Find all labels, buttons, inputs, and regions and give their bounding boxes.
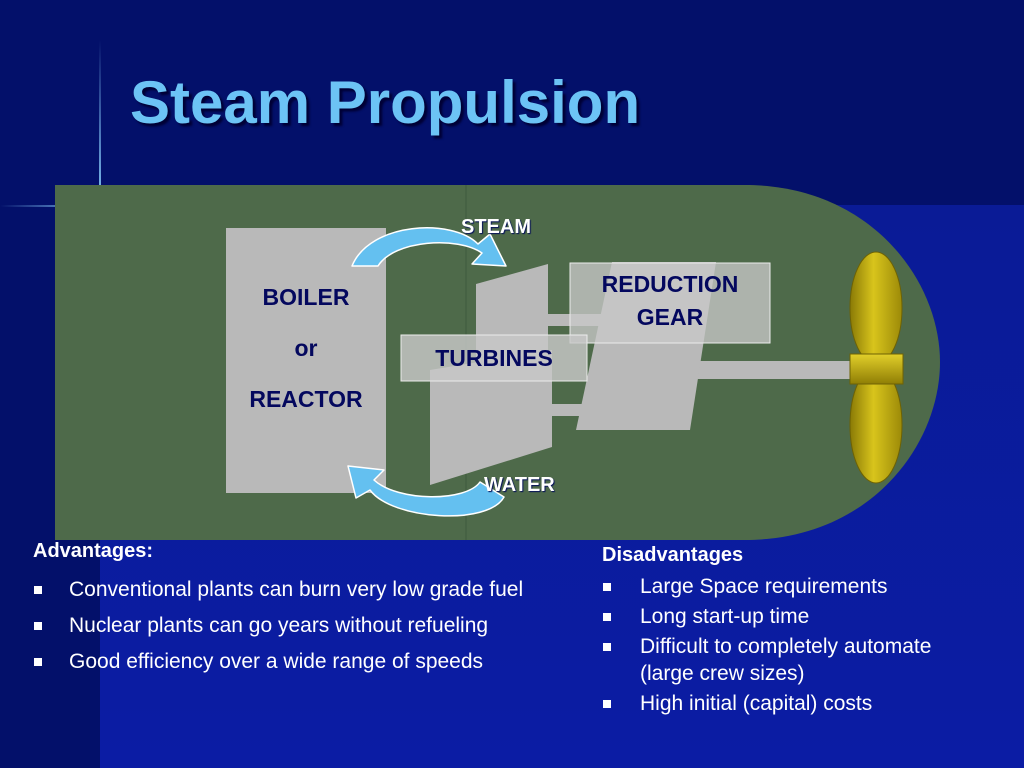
disadvantage-item: Long start-up time: [602, 603, 982, 630]
gear-label-line-1: REDUCTION: [601, 271, 739, 297]
slide-title: Steam Propulsion: [130, 69, 641, 136]
disadvantage-item: High initial (capital) costs: [602, 690, 982, 717]
propeller-shaft: [690, 361, 855, 379]
boiler-reactor-label: BOILER or REACTOR: [226, 272, 386, 425]
water-label: WATER: [484, 474, 555, 496]
turbines-label-box: [400, 334, 588, 382]
gear-label-line-2: GEAR: [636, 304, 704, 330]
steam-label: STEAM: [461, 216, 531, 238]
water-return-arrow: [347, 465, 505, 517]
turbines-label: TURBINES: [435, 345, 553, 371]
boiler-label-line-1: BOILER: [262, 284, 350, 310]
advantage-item: Nuclear plants can go years without refu…: [33, 610, 578, 641]
boiler-label-line-2: or: [294, 335, 318, 361]
reduction-gear-label: REDUCTION GEAR: [570, 268, 770, 334]
low-pressure-turbine: [430, 350, 552, 485]
background-top-band: [0, 0, 1024, 205]
disadvantage-item: Large Space requirements: [602, 573, 982, 600]
boiler-label-line-3: REACTOR: [249, 386, 363, 412]
advantage-item: Conventional plants can burn very low gr…: [33, 574, 578, 605]
advantages-heading: Advantages:: [33, 540, 154, 562]
steam-flow-arrow: [351, 227, 507, 267]
boiler-reactor-block: [226, 228, 386, 493]
disadvantages-list: Large Space requirements Long start-up t…: [602, 573, 982, 720]
advantages-list: Conventional plants can burn very low gr…: [33, 574, 578, 682]
reduction-gear-label-box: [569, 262, 771, 344]
advantage-item: Good efficiency over a wide range of spe…: [33, 646, 578, 677]
disadvantages-heading: Disadvantages: [602, 544, 744, 566]
disadvantage-item: Difficult to completely automate (large …: [602, 633, 982, 687]
propeller-blade-upper: [849, 251, 903, 365]
propeller-icon: [849, 353, 904, 385]
